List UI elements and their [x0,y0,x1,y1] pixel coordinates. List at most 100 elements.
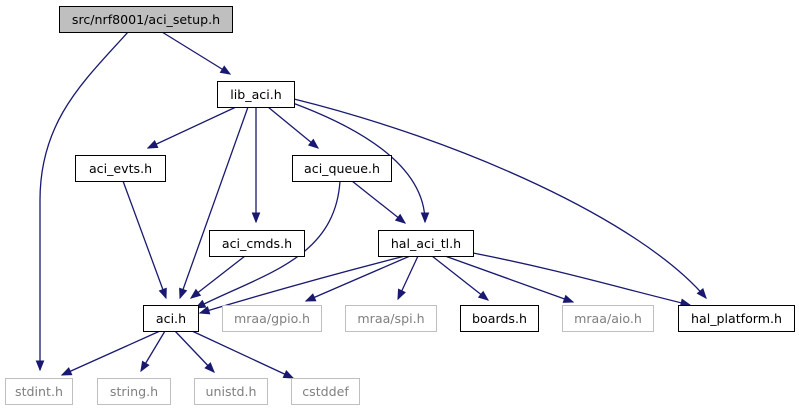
edge-line [190,255,246,299]
edge-arrowhead [219,65,232,75]
node-aci-queue[interactable]: aci_queue.h [292,155,392,182]
edge-arrowhead [420,212,430,224]
edge-arrowhead [562,294,575,303]
node-mraa-aio: mraa/aio.h [562,305,654,332]
node-box [678,305,795,332]
edge-aci_queue-to-hal_aci_tl [351,180,407,224]
node-label: lib_aci.h [230,87,281,102]
edge-aci-to-string [140,330,166,373]
edge-arrowhead [397,288,406,301]
edges-layer [35,31,707,379]
edge-line [161,31,231,75]
node-cstddef: cstddef [291,378,360,405]
edge-arrowhead [477,290,490,301]
node-label: aci_cmds.h [222,236,292,251]
edge-line [293,98,707,299]
edge-hal_aci_tl-to-boards [431,255,490,301]
node-box [345,305,437,332]
node-hal-platform[interactable]: hal_platform.h [678,305,795,332]
edge-lib_aci-to-aci [179,106,249,300]
node-box [460,305,539,332]
edge-aci-to-cstddef [191,330,295,379]
node-box [378,230,474,257]
edge-aci_cmds-to-aci [189,255,246,299]
node-stdint: stdint.h [5,378,73,405]
node-label: mraa/spi.h [357,311,424,326]
edge-hal_aci_tl-to-mraa_gpio [304,255,411,302]
edge-aci_setup-to-lib_aci [161,31,232,75]
node-label: aci.h [156,311,186,326]
edge-arrowhead [198,306,211,315]
node-unistd: unistd.h [194,378,268,405]
node-box [217,81,295,108]
edge-arrowhead [158,287,167,300]
edge-line [305,255,411,302]
node-hal-aci-tl[interactable]: hal_aci_tl.h [378,230,474,257]
edge-hal_aci_tl-to-aci [198,255,406,315]
node-label: aci_queue.h [304,161,380,176]
node-box [209,230,305,257]
edge-arrowhead [696,287,707,300]
edge-arrowhead [394,213,407,224]
node-aci-setup[interactable]: src/nrf8001/aci_setup.h [59,6,233,33]
edge-line [472,252,691,306]
edge-aci-to-unistd [174,330,215,373]
edge-line [351,180,406,224]
edge-arrowhead [251,212,261,224]
edge-arrowhead [179,287,188,300]
node-label: hal_platform.h [691,311,782,326]
edge-line [179,106,249,299]
node-label: string.h [110,384,158,399]
node-aci[interactable]: aci.h [143,305,199,332]
edge-line [147,106,237,149]
edge-hal_aci_tl-to-mraa_aio [444,255,575,303]
edge-line [191,330,294,379]
edge-arrowhead [282,370,295,379]
node-label: unistd.h [206,384,257,399]
node-label: mraa/aio.h [574,311,642,326]
edge-arrowhead [189,288,202,299]
node-box [143,305,199,332]
node-aci-cmds[interactable]: aci_cmds.h [209,230,305,257]
node-box [59,6,233,33]
node-box [75,155,166,182]
node-box [292,155,392,182]
node-box [291,378,360,405]
edge-aci_setup-to-stdint [35,31,129,372]
node-label: hal_aci_tl.h [391,236,461,251]
node-label: aci_evts.h [89,161,152,176]
node-lib-aci[interactable]: lib_aci.h [217,81,295,108]
node-box [222,305,322,332]
edge-lib_aci-to-aci_evts [146,106,237,149]
node-box [5,378,73,405]
edge-line [199,255,406,314]
edge-line [122,180,167,299]
edge-arrowhead [146,140,159,149]
edge-arrowhead [140,360,150,373]
edge-arrowhead [304,293,317,302]
node-label: src/nrf8001/aci_setup.h [72,12,220,27]
node-label: stdint.h [15,384,63,399]
edge-arrowhead [35,360,45,372]
edge-hal_aci_tl-to-hal_platform [472,252,692,307]
edge-arrowhead [204,362,215,373]
nodes-layer: src/nrf8001/aci_setup.h lib_aci.h aci_evts… [5,6,795,405]
edge-lib_aci-to-aci_cmds [251,107,261,224]
node-mraa-spi: mraa/spi.h [345,305,437,332]
node-boards[interactable]: boards.h [460,305,539,332]
node-box [194,378,268,405]
node-string: string.h [97,378,171,405]
edge-aci_evts-to-aci [122,180,167,300]
node-label: boards.h [472,311,527,326]
edge-line [431,255,489,301]
edge-line [39,31,129,370]
edge-line [195,180,341,309]
node-aci-evts[interactable]: aci_evts.h [75,155,166,182]
edge-line [444,255,574,303]
edge-line [61,330,161,376]
node-box [97,378,171,405]
node-label: cstddef [302,384,349,399]
node-label: mraa/gpio.h [234,311,310,326]
edge-lib_aci-to-aci_queue [267,106,320,149]
node-box [562,305,654,332]
